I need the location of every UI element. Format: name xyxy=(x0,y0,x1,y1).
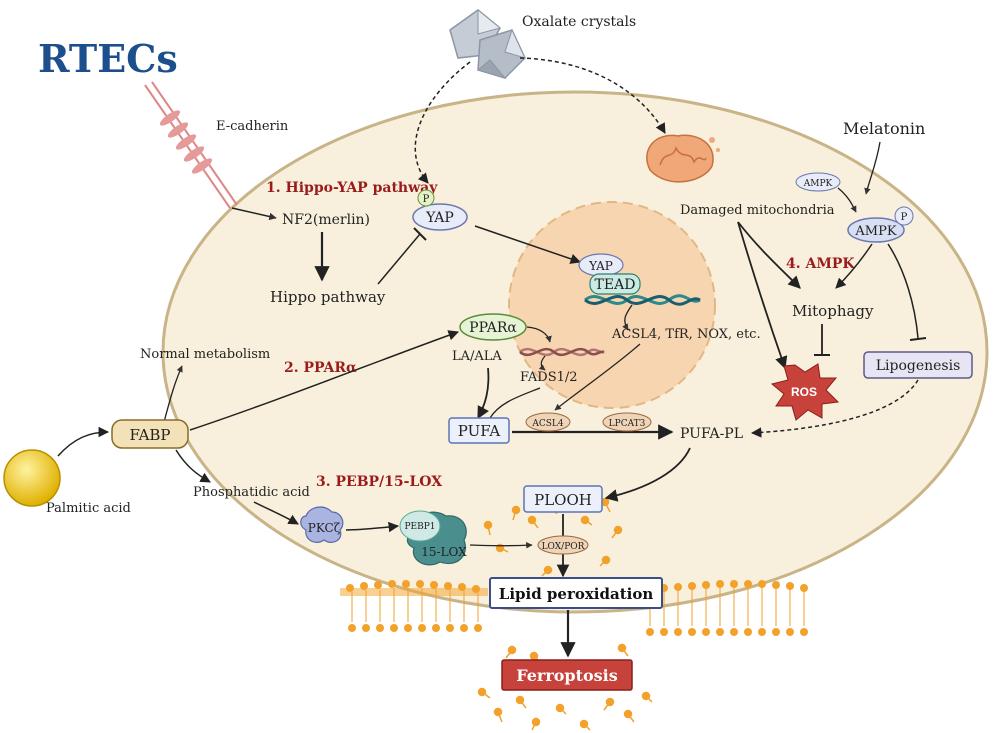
ppara-label: PPARα xyxy=(469,320,517,336)
damaged-mitochondria-icon xyxy=(646,134,720,183)
arrow-oxalate-to-mito xyxy=(519,57,666,134)
pufa-label: PUFA xyxy=(458,422,501,440)
arrow-dna-to-acsl xyxy=(622,304,633,331)
lipid-peroxidation-label: Lipid peroxidation xyxy=(499,585,654,603)
e-cadherin-icon xyxy=(144,81,238,209)
p-yap-node xyxy=(417,189,435,207)
la-ala-label: LA/ALA xyxy=(452,349,502,364)
normal-metabolism-label: Normal metabolism xyxy=(140,347,270,362)
lipogenesis-label: Lipogenesis xyxy=(876,358,961,374)
arrow-pufapl-to-plooh xyxy=(604,447,691,502)
pathway-4-label: 4. AMPK xyxy=(786,256,855,272)
fads-label: FADS1/2 xyxy=(520,370,578,385)
ampk-node xyxy=(847,217,905,243)
pathway-3-label: 3. PEBP/15-LOX xyxy=(316,474,442,490)
pufa-node xyxy=(448,417,510,444)
ros-label: ROS xyxy=(791,385,817,399)
lpcat3-label: LPCAT3 xyxy=(609,419,646,429)
pathway-1-label: 1. Hippo-YAP pathway xyxy=(266,180,438,196)
arrow-melatonin-to-ampk xyxy=(864,141,881,195)
arrow-dna-to-fads xyxy=(538,355,546,371)
hippo-label: Hippo pathway xyxy=(270,288,386,306)
oxalate-crystals-icon xyxy=(449,8,526,79)
lox15-label: 15-LOX xyxy=(421,545,467,559)
ampk-small-label: AMPK xyxy=(803,179,833,189)
lipid-bilayer-left xyxy=(340,580,488,632)
nucleus xyxy=(508,201,716,409)
arrow-yap-to-nucleus xyxy=(474,225,581,264)
pkc-node xyxy=(300,506,344,543)
title-rtecs: RTECs xyxy=(38,36,178,81)
acsl4-enzyme xyxy=(525,412,571,432)
arrow-pa-to-pkc xyxy=(253,501,299,525)
arrow-fabp-to-pa xyxy=(175,449,211,483)
plooh-label: PLOOH xyxy=(534,491,592,509)
plooh-node xyxy=(523,485,603,513)
tead-label: TEAD xyxy=(595,277,636,293)
inhibit-hippo-to-yap xyxy=(377,233,421,285)
arrow-la-to-pufa xyxy=(477,367,490,420)
arrow-fabp-to-ppara xyxy=(189,330,459,431)
damaged-mito-label: Damaged mitochondria xyxy=(680,203,835,218)
arrow-mito-to-mitophagy xyxy=(737,221,801,289)
dna-helix-teal xyxy=(584,294,701,306)
pathway-2-label: 2. PPARα xyxy=(284,360,357,376)
lipid-fragments xyxy=(477,497,653,731)
lox-por-enzyme xyxy=(537,535,589,555)
p-yap-label: P xyxy=(423,194,430,205)
palmitic-label: Palmitic acid xyxy=(46,501,131,516)
oxalate-label: Oxalate crystals xyxy=(522,14,636,30)
inhibit-bar xyxy=(413,227,427,241)
arrow-oxalate-to-yap xyxy=(414,61,471,184)
e-cadherin-label: E-cadherin xyxy=(216,119,289,134)
pufa-pl-label: PUFA-PL xyxy=(680,426,743,442)
phosphatidic-label: Phosphatidic acid xyxy=(193,485,310,500)
pebp1-node xyxy=(399,510,441,542)
yap-label: YAP xyxy=(425,210,454,226)
ampk-label: AMPK xyxy=(854,224,896,239)
arrow-lipogenesis-to-pufapl xyxy=(750,379,919,438)
ppara-node xyxy=(459,313,527,341)
nf2-label: NF2(merlin) xyxy=(282,212,370,228)
yap-node xyxy=(412,203,468,231)
yap-nuclear-label: YAP xyxy=(588,259,613,273)
ampk-small-node xyxy=(795,172,841,192)
lipogenesis-node xyxy=(863,351,973,379)
ferroptosis-label: Ferroptosis xyxy=(516,666,618,685)
lipid-peroxidation-node xyxy=(489,577,663,609)
arrow-fabp-to-normal xyxy=(163,365,183,423)
ros-burst-icon xyxy=(770,363,840,421)
arrow-pkc-to-pebp xyxy=(345,521,400,533)
arrow-mito-to-ros xyxy=(737,221,788,370)
arrow-fads-to-pufa xyxy=(489,387,541,419)
melatonin-label: Melatonin xyxy=(843,119,925,138)
inhibit-bar-lipo xyxy=(909,337,927,341)
acsl4-label: ACSL4 xyxy=(531,419,564,429)
tead-node xyxy=(589,273,641,295)
p-ampk-label: P xyxy=(901,212,908,223)
pkc-label: PKCζ xyxy=(308,521,341,535)
p-ampk-node xyxy=(894,206,914,226)
lox-por-label: LOX/POR xyxy=(542,542,585,552)
pebp1-label: PEBP1 xyxy=(404,522,435,532)
inhibit-ampk-lipogenesis xyxy=(887,243,919,339)
lpcat3-enzyme xyxy=(602,412,652,432)
dna-helix-pink xyxy=(519,347,605,357)
arrow-ppara-to-dna xyxy=(526,326,552,343)
fabp-label: FABP xyxy=(129,426,170,444)
arrow-lox-to-lipid xyxy=(469,542,533,549)
arrow-ecad-to-nf2 xyxy=(231,207,277,221)
arrow-ampk-to-mitophagy xyxy=(835,243,873,289)
fabp-node xyxy=(111,419,189,449)
mitophagy-label: Mitophagy xyxy=(792,302,874,320)
arrow-ampk-activation xyxy=(837,187,857,213)
arrow-palmitic-to-fabp xyxy=(57,426,110,457)
acsl-etc-label: ACSL4, TfR, NOX, etc. xyxy=(611,327,761,342)
arrow-acsl-to-pufa-step xyxy=(554,343,641,411)
palmitic-acid-icon xyxy=(3,449,61,507)
ferroptosis-node xyxy=(501,659,633,691)
